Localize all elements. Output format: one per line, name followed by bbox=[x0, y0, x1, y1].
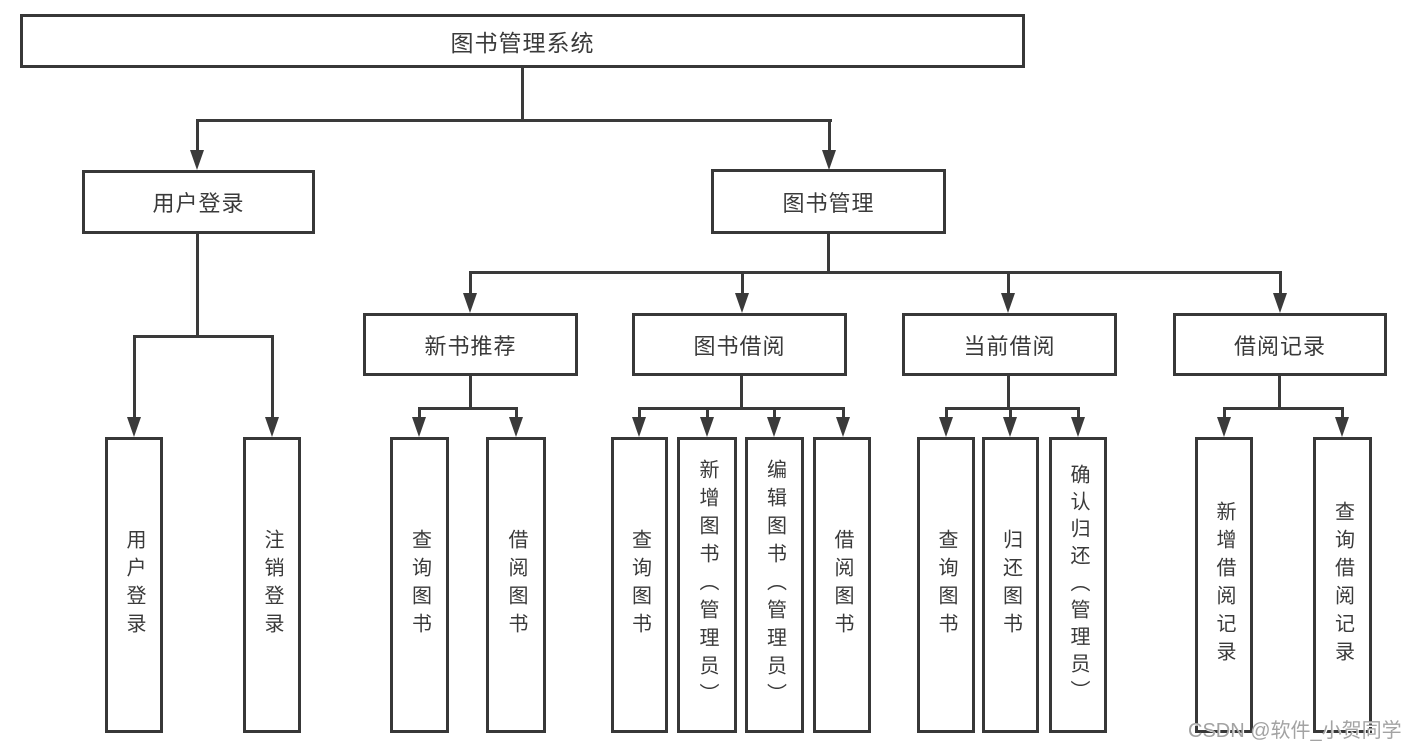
connector-line bbox=[1007, 376, 1010, 410]
arrow-down-icon bbox=[836, 417, 850, 437]
connector-line bbox=[469, 376, 472, 410]
connector-line bbox=[740, 376, 743, 410]
arrow-down-icon bbox=[190, 150, 204, 170]
connector-line bbox=[706, 407, 709, 420]
connector-line bbox=[1278, 376, 1281, 410]
connector-line bbox=[196, 119, 832, 122]
node-current-borrowing: 当前借阅 bbox=[902, 313, 1117, 376]
arrow-down-icon bbox=[1273, 293, 1287, 313]
leaf-add-borrow-record: 新增借阅记录 bbox=[1195, 437, 1253, 733]
node-label: 借阅记录 bbox=[1233, 333, 1326, 359]
leaf-query-borrow-record: 查询借阅记录 bbox=[1313, 437, 1372, 733]
node-label: 图书管理 bbox=[782, 190, 875, 216]
leaf-return-books: 归还图书 bbox=[982, 437, 1039, 733]
connector-line bbox=[515, 407, 518, 420]
node-label: 借阅图书 bbox=[505, 529, 527, 641]
connector-line bbox=[196, 119, 199, 152]
connector-line bbox=[133, 335, 136, 419]
node-label: 图书借阅 bbox=[693, 333, 786, 359]
node-label: 查询图书 bbox=[935, 529, 957, 641]
arrow-down-icon bbox=[939, 417, 953, 437]
node-label: 用户登录 bbox=[123, 529, 145, 641]
connector-line bbox=[1007, 271, 1010, 295]
arrow-down-icon bbox=[412, 417, 426, 437]
leaf-logout: 注销登录 bbox=[243, 437, 301, 733]
connector-line bbox=[842, 407, 845, 420]
connector-line bbox=[418, 407, 421, 420]
arrow-down-icon bbox=[265, 417, 279, 437]
node-label: 用户登录 bbox=[152, 191, 245, 216]
node-label: 当前借阅 bbox=[963, 333, 1056, 359]
node-label: 新增借阅记录 bbox=[1213, 501, 1235, 669]
arrow-down-icon bbox=[735, 293, 749, 313]
arrow-down-icon bbox=[463, 293, 477, 313]
node-label: 查询图书 bbox=[628, 529, 651, 641]
leaf-recommend-query-books: 查询图书 bbox=[390, 437, 449, 733]
connector-line bbox=[773, 407, 776, 420]
connector-line bbox=[1009, 407, 1012, 420]
leaf-edit-books-admin: 编辑图书（管理员） bbox=[745, 437, 804, 733]
leaf-borrowing-borrow-books: 借阅图书 bbox=[813, 437, 871, 733]
arrow-down-icon bbox=[1217, 417, 1231, 437]
connector-line bbox=[828, 119, 831, 152]
arrow-down-icon bbox=[1001, 293, 1015, 313]
arrow-down-icon bbox=[127, 417, 141, 437]
connector-line bbox=[741, 271, 744, 295]
leaf-user-login: 用户登录 bbox=[105, 437, 163, 733]
node-new-book-recommend: 新书推荐 bbox=[363, 313, 578, 376]
arrow-down-icon bbox=[700, 417, 714, 437]
arrow-down-icon bbox=[767, 417, 781, 437]
connector-line bbox=[1223, 407, 1344, 410]
connector-line bbox=[418, 407, 518, 410]
connector-line bbox=[133, 335, 274, 338]
node-label: 借阅图书 bbox=[831, 529, 853, 641]
arrow-down-icon bbox=[822, 150, 836, 170]
connector-line bbox=[469, 271, 1282, 274]
leaf-current-query-books: 查询图书 bbox=[917, 437, 975, 733]
connector-line bbox=[638, 407, 845, 410]
arrow-down-icon bbox=[509, 417, 523, 437]
connector-line bbox=[638, 407, 641, 420]
connector-line bbox=[945, 407, 948, 420]
node-borrowing-records: 借阅记录 bbox=[1173, 313, 1387, 376]
leaf-add-books-admin: 新增图书（管理员） bbox=[677, 437, 737, 733]
node-label: 确认归还（管理员） bbox=[1067, 463, 1089, 707]
arrow-down-icon bbox=[1003, 417, 1017, 437]
connector-line bbox=[945, 407, 1080, 410]
connector-line bbox=[827, 234, 830, 274]
connector-line bbox=[271, 335, 274, 419]
connector-line bbox=[521, 68, 524, 121]
connector-line bbox=[1223, 407, 1226, 420]
node-label: 归还图书 bbox=[999, 529, 1022, 641]
arrow-down-icon bbox=[1071, 417, 1085, 437]
node-book-management: 图书管理 bbox=[711, 169, 946, 234]
node-label: 查询借阅记录 bbox=[1331, 501, 1354, 669]
leaf-confirm-return-admin: 确认归还（管理员） bbox=[1049, 437, 1107, 733]
arrow-down-icon bbox=[1335, 417, 1349, 437]
csdn-watermark: CSDN @软件_小贺同学 bbox=[1188, 720, 1402, 742]
node-label: 注销登录 bbox=[261, 529, 283, 641]
connector-line bbox=[1341, 407, 1344, 420]
connector-line bbox=[1279, 271, 1282, 295]
node-label: 新书推荐 bbox=[424, 333, 517, 359]
node-label: 查询图书 bbox=[408, 529, 431, 641]
node-library-management-system: 图书管理系统 bbox=[20, 14, 1025, 68]
connector-line bbox=[469, 271, 472, 295]
node-label: 图书管理系统 bbox=[450, 30, 595, 56]
node-user-login: 用户登录 bbox=[82, 170, 315, 234]
connector-line bbox=[1077, 407, 1080, 420]
connector-line bbox=[196, 234, 199, 338]
arrow-down-icon bbox=[632, 417, 646, 437]
node-label: 新增图书（管理员） bbox=[696, 459, 718, 711]
leaf-recommend-borrow-books: 借阅图书 bbox=[486, 437, 546, 733]
node-label: 编辑图书（管理员） bbox=[763, 459, 786, 711]
leaf-borrowing-query-books: 查询图书 bbox=[611, 437, 668, 733]
node-book-borrowing: 图书借阅 bbox=[632, 313, 847, 376]
